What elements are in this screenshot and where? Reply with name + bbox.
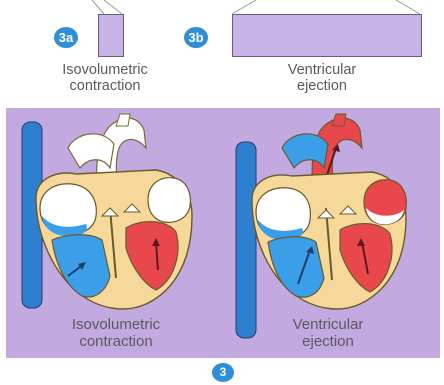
heart-illustration-panel: Isovolumetric contraction Ventricular ej…	[6, 108, 440, 358]
heart-ventricular-ejection	[236, 114, 406, 338]
label-3b: Ventricular ejection	[262, 62, 382, 94]
label-3a-line1: Isovolumetric	[40, 62, 170, 78]
label-3b-line1: Ventricular	[262, 62, 382, 78]
right-ventricle	[268, 237, 324, 297]
left-atrium	[148, 178, 190, 223]
guide-line	[396, 0, 420, 14]
panel-label-left-line2: contraction	[46, 333, 186, 350]
guide-line	[232, 0, 256, 14]
panel-label-isovolumetric: Isovolumetric contraction	[46, 316, 186, 350]
step-badge-3: 3	[212, 363, 234, 382]
pulmonary-artery	[68, 134, 114, 168]
panel-label-ejection: Ventricular ejection	[268, 316, 388, 350]
phase-box-3b	[232, 14, 422, 57]
panel-label-left-line1: Isovolumetric	[46, 316, 186, 333]
pulmonary-artery	[282, 134, 328, 168]
guide-line	[104, 0, 122, 14]
aorta-branch	[332, 114, 346, 126]
label-3b-line2: ejection	[262, 78, 382, 94]
phase-box-3a	[98, 14, 124, 57]
panel-label-right-line2: ejection	[268, 333, 388, 350]
label-3a: Isovolumetric contraction	[40, 62, 170, 94]
badge-3a: 3a	[54, 27, 78, 48]
guide-line	[92, 0, 104, 14]
aorta-branch	[116, 114, 130, 126]
heart-isovolumetric	[22, 114, 192, 309]
label-3a-line2: contraction	[40, 78, 170, 94]
badge-3b: 3b	[184, 27, 208, 48]
vena-cava	[236, 142, 256, 338]
panel-label-right-line1: Ventricular	[268, 316, 388, 333]
